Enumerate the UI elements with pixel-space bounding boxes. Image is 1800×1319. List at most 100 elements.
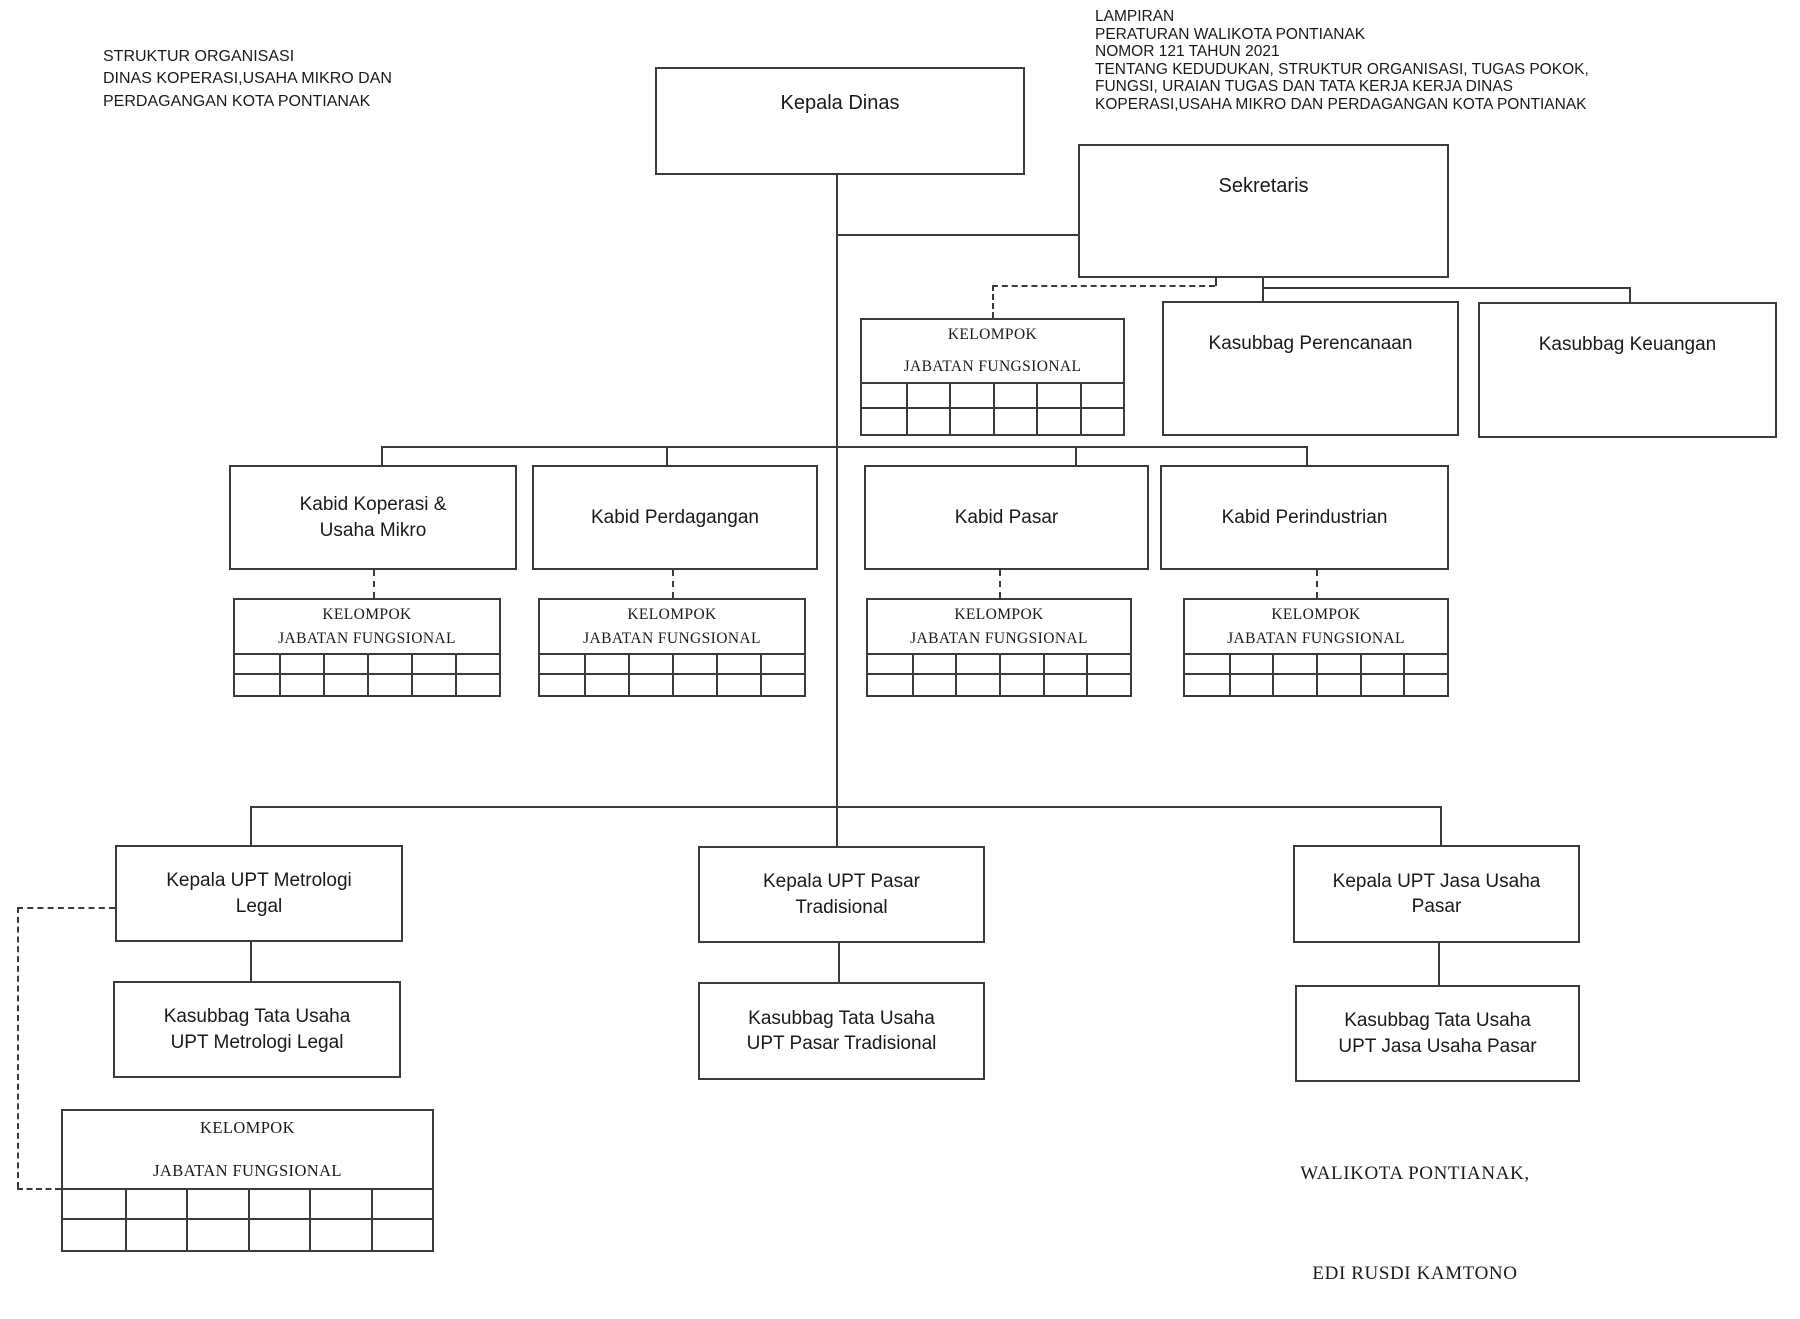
dashed-kabid4-jf <box>1316 570 1318 598</box>
jf-header: KELOMPOK JABATAN FUNGSIONAL <box>1185 600 1447 653</box>
jf-grid <box>868 653 1130 695</box>
jf-grid-cell <box>63 1190 125 1220</box>
jf-grid-cell <box>235 675 279 695</box>
jf-grid-cell <box>1036 409 1080 434</box>
node-kabid-pasar: Kabid Pasar <box>864 465 1149 570</box>
signature-name: EDI RUSDI KAMTONO <box>1312 1263 1518 1284</box>
node-sekretaris: Sekretaris <box>1078 144 1449 278</box>
jf-header: KELOMPOK JABATAN FUNGSIONAL <box>63 1111 432 1188</box>
jf-grid-cell <box>247 1190 309 1220</box>
jf-grid-cell <box>949 384 993 409</box>
jf-grid-cell <box>235 655 279 675</box>
jf-grid-cell <box>1079 384 1123 409</box>
signature-title: WALIKOTA PONTIANAK, <box>1300 1163 1530 1184</box>
node-label: Kasubbag Tata Usaha UPT Metrologi Legal <box>163 1006 351 1053</box>
jf-grid-cell <box>1086 655 1130 675</box>
node-label: Kasubbag Tata Usaha UPT Jasa Usaha Pasar <box>1338 1010 1537 1057</box>
jf-header: KELOMPOK JABATAN FUNGSIONAL <box>540 600 804 653</box>
dashed-jf-bottom-link <box>17 1188 61 1190</box>
jf-grid-cell <box>367 655 411 675</box>
node-label: Kasubbag Tata Usaha UPT Pasar Tradisiona… <box>746 1007 937 1054</box>
jf-grid-cell <box>1272 675 1316 695</box>
node-label: Kabid Perdagangan <box>591 506 759 528</box>
node-kasubbag-tu-pasar: Kasubbag Tata Usaha UPT Pasar Tradisiona… <box>698 982 985 1080</box>
node-label: Kabid Perindustrian <box>1221 506 1388 528</box>
jf-box-bottom: KELOMPOK JABATAN FUNGSIONAL <box>61 1109 434 1252</box>
jf-grid-cell <box>411 675 455 695</box>
jf-grid-cell <box>584 675 628 695</box>
dashed-sekretaris-jf <box>992 285 1215 287</box>
dashed-sekretaris-jf-tick <box>1215 278 1217 286</box>
connector-kabid4-drop <box>1306 446 1308 465</box>
node-kepala-upt-jasa: Kepala UPT Jasa Usaha Pasar <box>1293 845 1580 943</box>
jf-grid-cell <box>1036 384 1080 409</box>
jf-grid-cell <box>1228 675 1273 695</box>
jf-grid-cell <box>309 1220 371 1250</box>
jf-grid-cell <box>1042 655 1087 675</box>
connector-upt3-drop <box>1440 806 1442 845</box>
jf-grid-cell <box>1403 675 1447 695</box>
jf-grid-cell <box>862 384 906 409</box>
jf-grid-cell <box>540 675 584 695</box>
jf-header: KELOMPOK JABATAN FUNGSIONAL <box>862 320 1123 382</box>
jf-grid-cell <box>716 675 760 695</box>
jf-grid-cell <box>911 655 956 675</box>
jf-grid-cell <box>911 675 956 695</box>
node-label: Kabid Pasar <box>954 506 1059 528</box>
jf-grid-cell <box>279 675 323 695</box>
node-kabid-koperasi: Kabid Koperasi & Usaha Mikro <box>229 465 517 570</box>
connector-kabid1-drop <box>381 446 383 465</box>
connector-kabid-bus <box>381 446 1306 448</box>
node-label: Kasubbag Keuangan <box>1538 334 1717 356</box>
node-kasubbag-perencanaan: Kasubbag Perencanaan <box>1162 301 1459 436</box>
jf-label: KELOMPOK JABATAN FUNGSIONAL <box>1227 606 1405 647</box>
connector-kabid2-drop <box>666 446 668 465</box>
jf-grid-cell <box>992 384 1036 409</box>
jf-grid-cell <box>1403 655 1447 675</box>
jf-grid-cell <box>999 675 1043 695</box>
dashed-jf-sekretariat-drop <box>992 285 994 318</box>
connector-sekretaris-branch <box>1262 287 1629 289</box>
connector-sekretaris-down <box>1262 278 1264 301</box>
jf-grid-cell <box>999 655 1043 675</box>
jf-grid-cell <box>247 1220 310 1250</box>
jf-grid-cell <box>1272 655 1316 675</box>
jf-grid-cell <box>323 655 367 675</box>
connector-upt2-tu <box>838 943 840 982</box>
node-label: Sekretaris <box>1218 174 1309 197</box>
jf-header: KELOMPOK JABATAN FUNGSIONAL <box>868 600 1130 653</box>
jf-grid-cell <box>124 1190 186 1220</box>
jf-label: KELOMPOK JABATAN FUNGSIONAL <box>910 606 1088 647</box>
node-kasubbag-tu-metrologi: Kasubbag Tata Usaha UPT Metrologi Legal <box>113 981 401 1078</box>
jf-header: KELOMPOK JABATAN FUNGSIONAL <box>235 600 499 653</box>
node-kabid-perindustrian: Kabid Perindustrian <box>1160 465 1449 570</box>
node-kepala-upt-pasar: Kepala UPT Pasar Tradisional <box>698 846 985 943</box>
connector-kabid3-drop <box>1075 446 1077 465</box>
node-kepala-upt-metrologi: Kepala UPT Metrologi Legal <box>115 845 403 942</box>
dashed-kabid1-jf <box>373 570 375 598</box>
jf-grid-cell <box>63 1220 125 1250</box>
connector-trunk <box>836 175 838 846</box>
jf-box-perdagangan: KELOMPOK JABATAN FUNGSIONAL <box>538 598 806 697</box>
jf-grid-cell <box>367 675 411 695</box>
jf-grid-cell <box>124 1220 187 1250</box>
jf-label: KELOMPOK JABATAN FUNGSIONAL <box>583 606 761 647</box>
jf-box-koperasi: KELOMPOK JABATAN FUNGSIONAL <box>233 598 501 697</box>
dashed-kabid2-jf <box>672 570 674 598</box>
jf-grid-cell <box>1185 655 1229 675</box>
node-kabid-perdagangan: Kabid Perdagangan <box>532 465 818 570</box>
jf-grid-cell <box>323 675 367 695</box>
jf-grid <box>235 653 499 695</box>
jf-grid-cell <box>186 1220 248 1250</box>
jf-grid-cell <box>1316 655 1360 675</box>
jf-grid-cell <box>186 1190 248 1220</box>
node-label: Kasubbag Perencanaan <box>1208 332 1413 354</box>
jf-grid-cell <box>1079 409 1124 434</box>
jf-box-pasar: KELOMPOK JABATAN FUNGSIONAL <box>866 598 1132 697</box>
jf-grid-cell <box>955 655 999 675</box>
jf-grid-cell <box>540 655 584 675</box>
jf-grid-cell <box>628 655 672 675</box>
jf-grid-cell <box>370 1220 433 1250</box>
chart-title: STRUKTUR ORGANISASI DINAS KOPERASI,USAHA… <box>103 48 392 110</box>
